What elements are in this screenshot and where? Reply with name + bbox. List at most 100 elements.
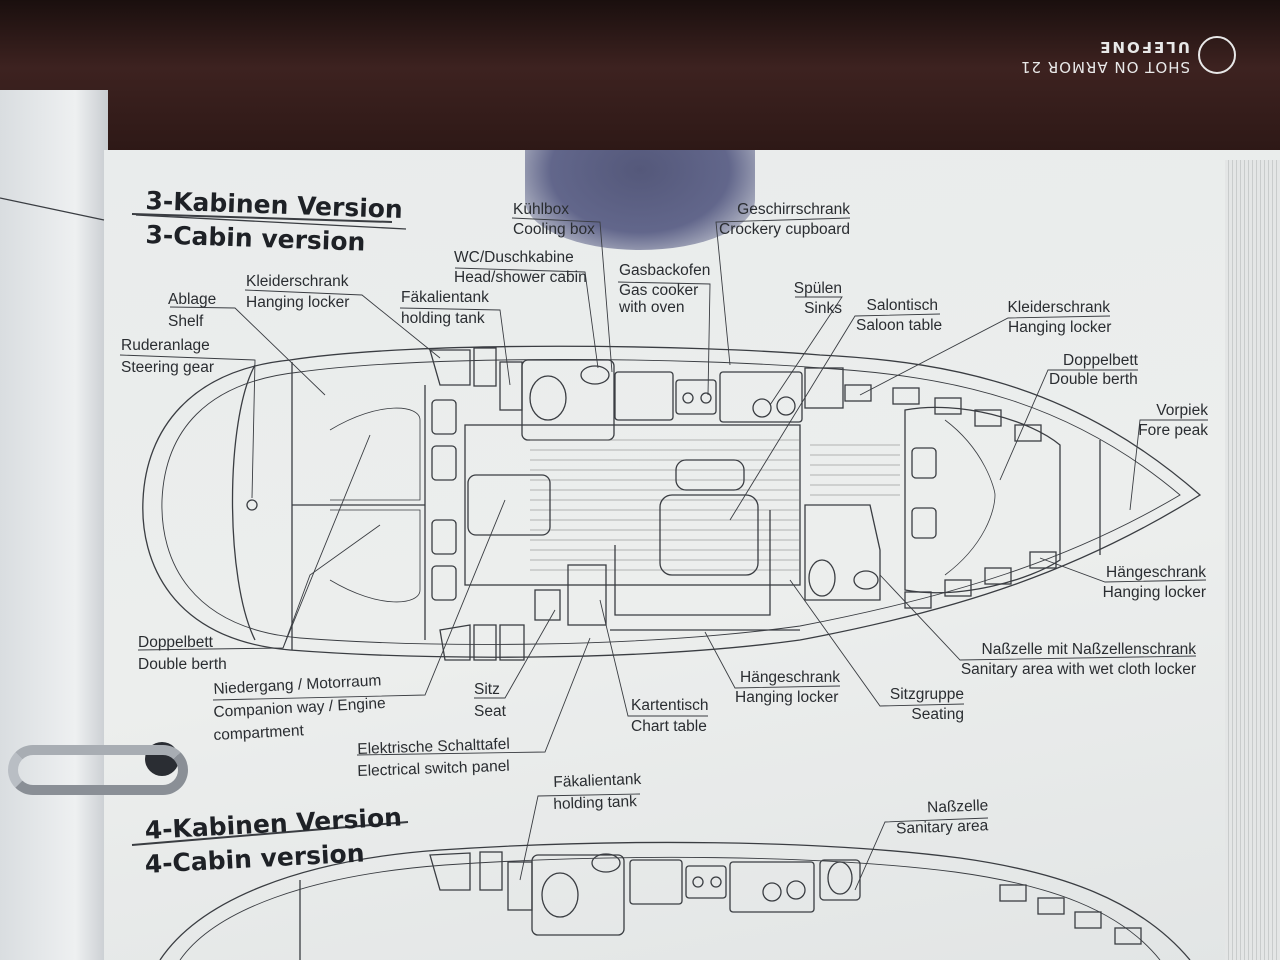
basin-4-icon: [591, 853, 621, 873]
burner-4a-icon: [692, 876, 704, 888]
fwd-box-2: [911, 507, 937, 539]
aft-box-2: [431, 445, 457, 481]
left-page-rule: [0, 197, 105, 221]
label-doppelbett-fwd-de: Doppelbett: [1063, 352, 1138, 369]
chart-table: [567, 564, 607, 626]
hatch-4: [974, 409, 1002, 427]
leader-nasszelle: [879, 574, 1197, 661]
label-ablage-de: Ablage: [168, 291, 217, 308]
hatch-4d: [1114, 927, 1142, 945]
label-kuehlbox-en: Cooling box: [513, 221, 595, 238]
toilet-4b-icon: [827, 861, 853, 895]
label-kleiderschrank-fwd-en: Hanging locker: [1008, 319, 1112, 336]
hatch-3: [934, 397, 962, 415]
label-haengeschrank-fwd-de: Hängeschrank: [1106, 564, 1206, 581]
label-spuelen-en: Sinks: [804, 300, 842, 317]
label-kleiderschrank-aft-en: Hanging locker: [246, 294, 350, 311]
leader-ablage: [169, 306, 326, 396]
label-sitz-en: Seat: [474, 703, 506, 720]
leader-schalttafel: [356, 637, 591, 756]
leader-doppelbett-fwd: [999, 369, 1138, 481]
aft-box-4: [431, 565, 457, 601]
sink-1-icon: [752, 398, 772, 418]
leader-kleiderschrank-aft: [244, 289, 441, 359]
fwd-basin-icon: [853, 570, 879, 590]
leader-doppelbett-aft-2: [282, 524, 381, 649]
burner-1-icon: [682, 392, 694, 404]
label-haengeschrank-mid-de: Hängeschrank: [740, 669, 840, 686]
hatch-4b: [1037, 897, 1065, 915]
label-vorpiek-en: Fore peak: [1138, 422, 1208, 439]
label-gasbackofen-de: Gasbackofen: [619, 262, 711, 279]
hatch-8: [984, 567, 1012, 585]
locker-aft-4: [429, 852, 471, 891]
stern-arc: [231, 364, 256, 641]
manual-page: [104, 150, 1280, 960]
fwd-box-1: [911, 447, 937, 479]
locker-bottom-1: [473, 624, 497, 661]
label-salontisch-de: Salontisch: [866, 297, 938, 314]
label-ruderanlage-en: Steering gear: [121, 359, 215, 376]
head-cabin: [521, 359, 615, 441]
aft-berth-top: [329, 407, 421, 501]
label-wc-en: Head/shower cabin: [454, 269, 587, 286]
holding-tank-top: [499, 361, 523, 411]
label-kleiderschrank-aft-de: Kleiderschrank: [246, 273, 349, 290]
page-stack-edge: [1225, 160, 1280, 960]
label-kleiderschrank-fwd-de: Kleiderschrank: [1007, 299, 1110, 316]
saloon-seat-top: [675, 459, 745, 491]
hatch-6: [904, 591, 932, 609]
locker-shelf-4: [479, 851, 503, 891]
label-nasszelle-de: Naßzelle mit Naßzellenschrank: [981, 641, 1197, 658]
hull-outline-3: [142, 345, 1202, 658]
label-faekalientank-4-en: holding tank: [553, 793, 638, 813]
label-spuelen-de: Spülen: [793, 280, 842, 297]
label-doppelbett-fwd-en: Double berth: [1049, 371, 1138, 388]
left-page: [0, 90, 108, 960]
label-salontisch-en: Saloon table: [856, 317, 943, 334]
cooker-4: [685, 865, 727, 899]
locker-bottom-2: [499, 624, 525, 661]
hatch-4a: [999, 884, 1027, 902]
hatch-7: [944, 579, 972, 597]
label-kartentisch-en: Chart table: [631, 718, 707, 735]
label-kuehlbox-de: Kühlbox: [513, 201, 570, 218]
fwd-sanitary: [804, 504, 881, 601]
label-nasszelle-4-de: Naßzelle: [926, 797, 989, 817]
title-underline-4: [131, 821, 409, 846]
sanitary-4: [819, 859, 861, 901]
leader-sitz: [474, 609, 556, 699]
toilet-4-icon: [541, 872, 579, 918]
cooling-box: [614, 371, 674, 421]
holding-tank-4: [507, 861, 533, 911]
leader-doppelbett-aft-1: [137, 434, 371, 651]
label-gasbackofen-en2: with oven: [619, 299, 685, 316]
saloon-floor: [464, 424, 801, 586]
label-haengeschrank-fwd-en: Hanging locker: [1102, 584, 1206, 601]
title-underline-3b: [135, 214, 407, 230]
toilet-icon: [529, 375, 567, 421]
burner-4b-icon: [710, 876, 722, 888]
leader-haengeschrank-mid: [704, 631, 841, 689]
leader-faekalientank-4: [519, 793, 641, 881]
label-sitzgruppe-en: Seating: [911, 706, 964, 723]
leader-kartentisch: [599, 599, 708, 717]
leader-geschirrschrank: [715, 217, 851, 366]
hull-inner-4: [179, 856, 1161, 960]
leader-kleiderschrank-fwd: [859, 315, 1111, 396]
leader-vorpiek: [1129, 419, 1208, 511]
label-ruderanlage-de: Ruderanlage: [121, 337, 210, 354]
label-wc-de: WC/Duschkabine: [454, 249, 574, 266]
head-cabin-4: [531, 854, 625, 936]
seat-box: [534, 589, 561, 621]
hatch-5: [1014, 424, 1042, 442]
label-gasbackofen-en1: Gas cooker: [619, 282, 699, 299]
cooling-box-4: [629, 859, 683, 905]
fwd-toilet-icon: [808, 559, 836, 597]
label-nasszelle-en: Sanitary area with wet cloth locker: [960, 661, 1196, 678]
burner-2-icon: [700, 392, 712, 404]
hatch-2: [892, 387, 920, 405]
hatch-1: [844, 384, 872, 402]
leader-haengeschrank-fwd: [1039, 557, 1207, 583]
